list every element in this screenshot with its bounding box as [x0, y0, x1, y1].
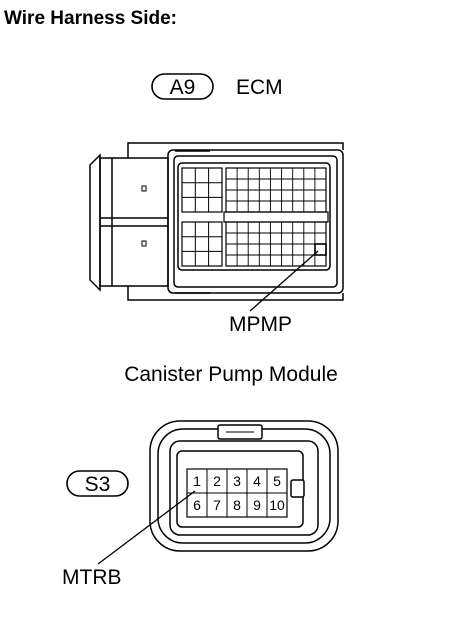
pin-label: 2 — [213, 473, 221, 489]
ecm-lock-lever — [99, 157, 169, 287]
s3-key — [290, 479, 305, 498]
s3-connector-housing — [149, 420, 339, 552]
s3-connector-code: S3 — [85, 473, 111, 496]
pin-label: 1 — [193, 473, 201, 489]
mpmp-terminal — [314, 243, 327, 256]
mpmp-leader-line — [249, 250, 319, 312]
pin-label: 3 — [233, 473, 241, 489]
ecm-connector-drawing — [89, 142, 344, 301]
ecm-latch-tab — [89, 153, 101, 292]
s3-connector-drawing — [149, 420, 339, 552]
canister-pump-title: Canister Pump Module — [124, 363, 338, 386]
ecm-connector-housing — [167, 149, 344, 294]
connector-code-badge — [66, 470, 129, 497]
pin-label: 5 — [273, 473, 281, 489]
pin-label: 10 — [269, 497, 285, 513]
mpmp-label: MPMP — [229, 313, 292, 336]
pin-label: 4 — [253, 473, 261, 489]
s3-connector-label: S3 — [66, 470, 129, 497]
ecm-connector-name: ECM — [236, 76, 283, 99]
pin-label: 7 — [213, 497, 221, 513]
ecm-connector-label: A9 ECM — [151, 73, 283, 100]
pin-label: 9 — [253, 497, 261, 513]
ecm-connector-code: A9 — [170, 76, 196, 99]
ecm-terminal-cavity — [177, 162, 331, 271]
page-heading: Wire Harness Side: — [4, 8, 177, 29]
connector-code-badge — [151, 73, 214, 100]
mtrb-label: MTRB — [62, 566, 122, 589]
pin-label: 8 — [233, 497, 241, 513]
s3-pin-numbers: 1 2 3 4 5 6 7 8 9 10 — [193, 473, 285, 513]
mtrb-leader-line — [97, 490, 196, 565]
pin-label: 6 — [193, 497, 201, 513]
